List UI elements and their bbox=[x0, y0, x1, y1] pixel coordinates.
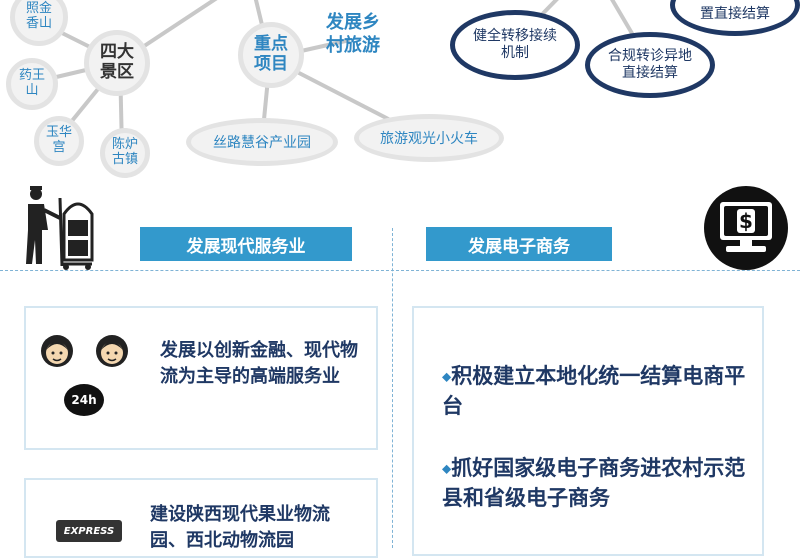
node-four-scenic-areas: 四大景区 bbox=[84, 30, 150, 96]
24h-service-icon: 24h bbox=[64, 384, 104, 416]
node-silk-road-label: 丝路慧谷产业园 bbox=[213, 135, 311, 151]
node-four-areas-label: 四大景区 bbox=[100, 42, 134, 82]
node-chenlu-guzhen: 陈炉古镇 bbox=[100, 128, 150, 178]
node-transfer-label: 健全转移接续机制 bbox=[473, 27, 557, 62]
ecommerce-item-rural: ◆抓好国家级电子商务进农村示范县和省级电子商务 bbox=[442, 454, 752, 513]
node-zhaojin-label: 照金香山 bbox=[25, 1, 52, 31]
dollar-sign: $ bbox=[737, 209, 755, 233]
porter-luggage-icon bbox=[26, 186, 94, 270]
service-item-finance: 发展以创新金融、现代物流为主导的高端服务业 bbox=[160, 340, 358, 387]
node-chenlu-label: 陈炉古镇 bbox=[111, 137, 138, 167]
node-yaowang-label: 药王山 bbox=[18, 68, 45, 98]
vertical-divider bbox=[392, 228, 393, 548]
headset-agent-icon bbox=[96, 335, 128, 367]
rural-tourism-label: 发展乡村旅游 bbox=[326, 12, 380, 56]
node-transfer-mechanism: 健全转移接续机制 bbox=[450, 10, 580, 80]
service-card-finance bbox=[24, 306, 378, 450]
horizontal-divider bbox=[0, 270, 800, 271]
ecommerce-header: 发展电子商务 bbox=[426, 227, 612, 261]
node-direct-settlement-label: 置直接结算 bbox=[700, 5, 770, 22]
node-compliant-label: 合规转诊异地直接结算 bbox=[608, 47, 692, 82]
node-zhaojin-xiangshan: 照金香山 bbox=[10, 0, 68, 46]
ecommerce-item-rural-text: 抓好国家级电子商务进农村示范县和省级电子商务 bbox=[442, 456, 746, 510]
node-compliant-referral: 合规转诊异地直接结算 bbox=[585, 32, 715, 98]
node-train-label: 旅游观光小火车 bbox=[380, 131, 478, 147]
services-header: 发展现代服务业 bbox=[140, 227, 352, 261]
headset-agent-icon bbox=[41, 335, 73, 367]
ecommerce-item-platform: ◆积极建立本地化统一结算电商平台 bbox=[442, 362, 747, 421]
ecommerce-card bbox=[412, 306, 764, 556]
node-silk-road-park: 丝路慧谷产业园 bbox=[186, 118, 338, 166]
node-tourist-train: 旅游观光小火车 bbox=[354, 114, 504, 162]
ecommerce-item-platform-text: 积极建立本地化统一结算电商平台 bbox=[442, 364, 746, 418]
service-item-logistics: 建设陕西现代果业物流园、西北动物流园 bbox=[150, 504, 330, 551]
node-yuhua-gong: 玉华宫 bbox=[34, 116, 84, 166]
bullet-diamond-icon: ◆ bbox=[442, 461, 452, 476]
bullet-diamond-icon: ◆ bbox=[442, 369, 452, 384]
node-yaowang-shan: 药王山 bbox=[6, 58, 58, 110]
computer-dollar-icon: $ bbox=[704, 186, 788, 270]
node-key-projects-label: 重点项目 bbox=[254, 34, 288, 74]
express-truck-icon: EXPRESS bbox=[56, 520, 122, 542]
node-yuhua-label: 玉华宫 bbox=[45, 125, 72, 155]
node-key-projects: 重点项目 bbox=[238, 22, 304, 88]
